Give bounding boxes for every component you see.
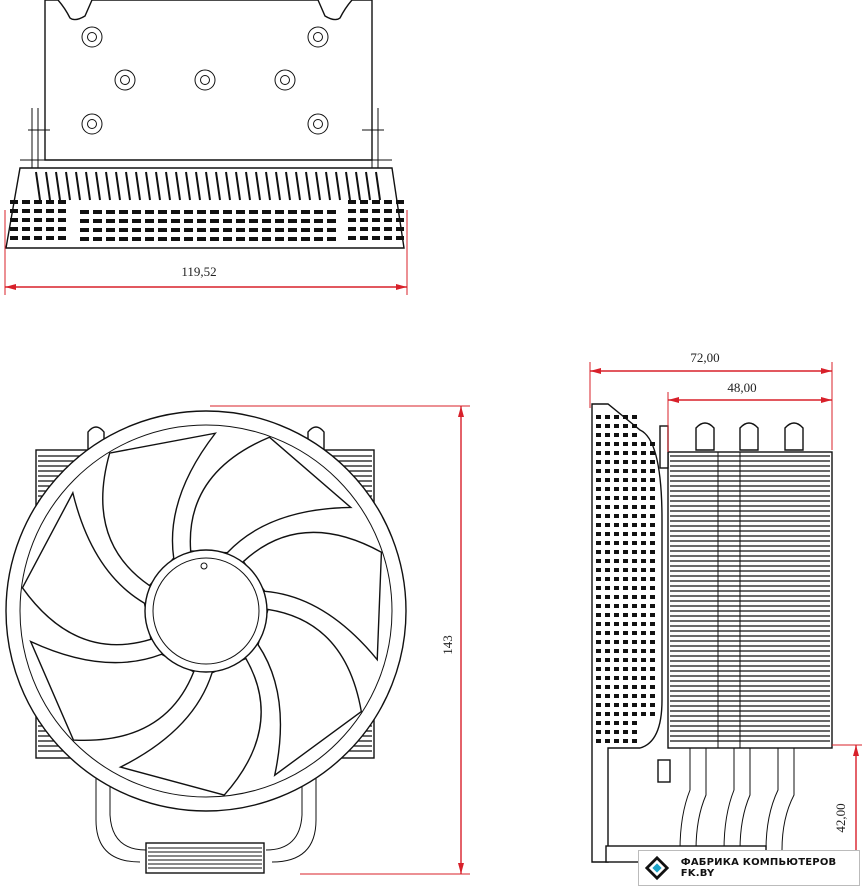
side-heatpipe-tip-2 [739,422,759,451]
top-width-dimension: 119,52 [4,210,408,295]
fan-hub-dot [200,562,208,570]
front-height-dimension: 143 [210,405,470,875]
fan-blade [29,640,195,742]
side-depth-dimension: 72,00 [589,350,833,450]
fan-hub-inner [152,557,260,665]
top-fin-slots [10,171,404,241]
side-view [591,403,833,863]
top-right-bracket [362,108,384,168]
side-base-height-label: 42,00 [833,803,848,832]
fan-frame-inner [19,424,393,798]
top-view [5,0,405,249]
side-clip-top [659,425,669,469]
front-base-lines [148,847,262,869]
side-base-height-dimension: 42,00 [832,744,862,862]
front-heatpipes [95,760,317,863]
fan-blade [242,531,383,662]
watermark-text: ФАБРИКА КОМПЬЮТЕРОВ FK.BY [680,857,837,879]
top-width-label: 119,52 [181,264,216,279]
side-fin-depth-label: 48,00 [727,380,756,395]
top-mounting-plate [44,0,373,161]
side-depth-label: 72,00 [690,350,719,365]
fan-blade [189,436,353,554]
diamond-logo-icon [645,855,670,881]
side-heatpipes [679,748,795,851]
fan-blade [118,657,262,796]
fan-hub-outer [144,549,268,673]
side-heatpipe-tip-3 [784,422,804,451]
side-fan-grid [596,415,655,743]
watermark-badge: ФАБРИКА КОМПЬЮТЕРОВ FK.BY [638,850,860,886]
top-screw-holes [81,26,329,135]
side-heatpipe-tip-1 [695,422,715,451]
top-left-bracket [28,108,50,168]
fan-blade [102,432,218,587]
fan-blade [21,490,152,646]
fan-blades [21,432,383,796]
front-height-label: 143 [440,635,455,655]
fan-blade [257,608,363,777]
side-fin-depth-dimension: 48,00 [667,380,832,452]
side-fin-lines [670,455,830,742]
front-view [5,410,407,874]
side-clip-bottom [657,759,671,783]
